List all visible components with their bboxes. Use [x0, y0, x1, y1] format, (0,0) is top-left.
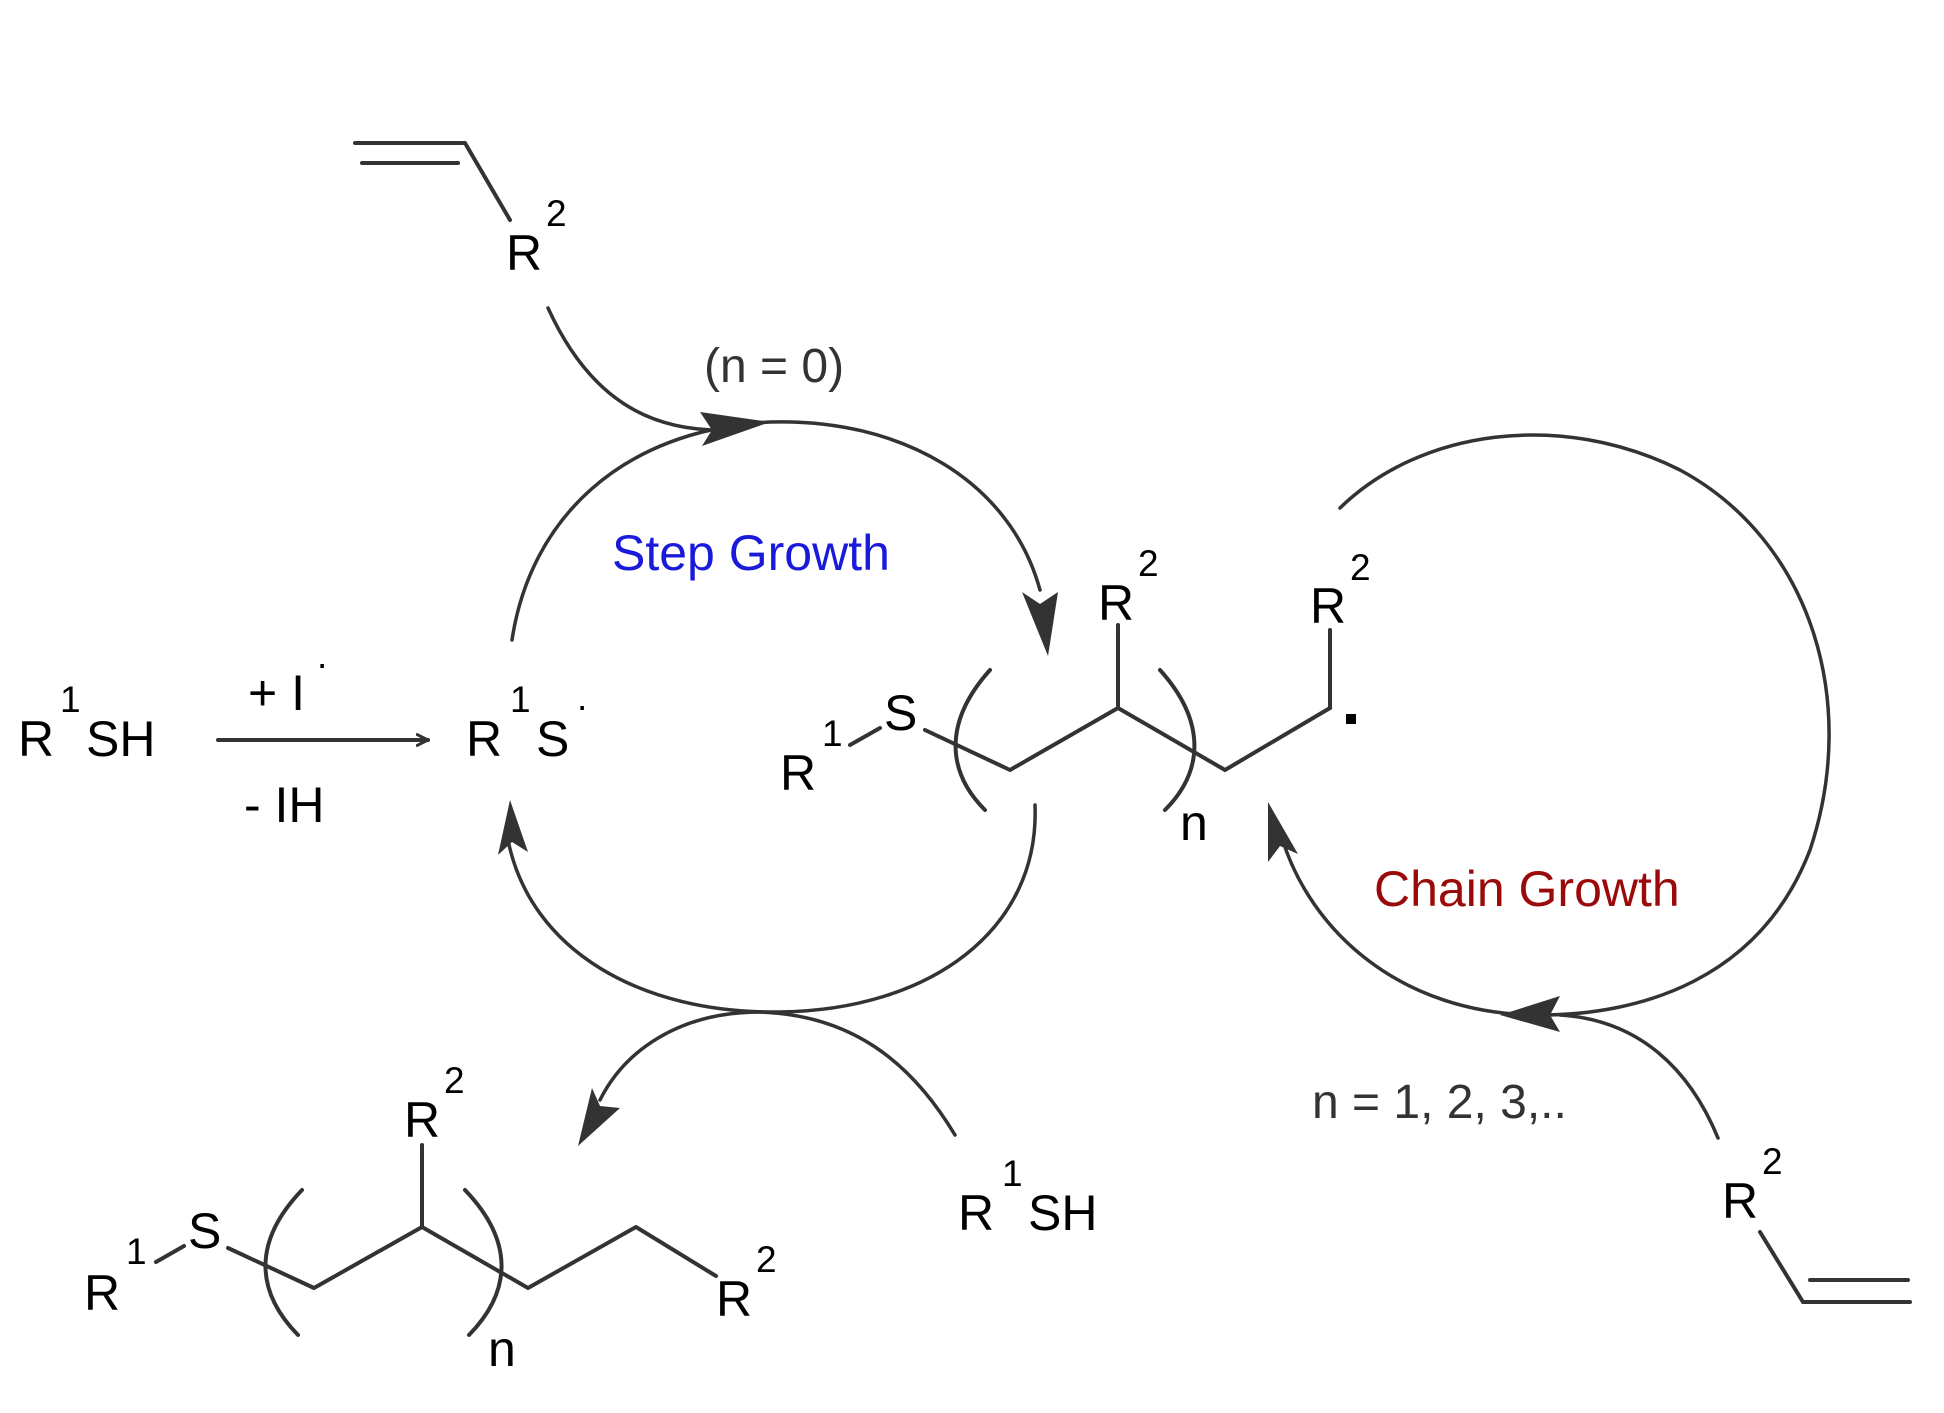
alkene-entry-arc-bottom — [1558, 1013, 1720, 1140]
initiator-remove-label: - IH — [244, 777, 325, 833]
chain-transfer-arrowhead — [578, 1088, 620, 1146]
thioether-product: R 1 S R 2 R 2 n — [84, 1060, 777, 1377]
step-growth-upper-arc — [510, 420, 1042, 642]
mid-s-label: S — [884, 685, 917, 741]
alkene-top: R 2 — [353, 141, 567, 281]
alkene-bottom-r-superscript: 2 — [1762, 1141, 1783, 1182]
mid-radical-dot — [1346, 714, 1356, 724]
prod-close-paren — [463, 1188, 504, 1337]
radical-dot: · — [576, 685, 588, 726]
chain-transfer-arc — [598, 1010, 957, 1137]
prod-s-label: S — [188, 1203, 221, 1259]
carbon-radical-species: R 1 S R 2 R 2 n — [780, 543, 1371, 851]
alkene-entry-arc-top — [546, 306, 722, 432]
mid-backbone — [923, 706, 1332, 772]
step-growth-lower-arrowhead — [498, 800, 528, 855]
mid-close-paren — [1158, 668, 1197, 812]
mid-r1-s-bond — [848, 726, 882, 747]
chain-growth-arc — [1280, 433, 1831, 1017]
alkene-bottom-r-label: R — [1722, 1173, 1758, 1229]
mid-r2b-superscript: 2 — [1350, 547, 1371, 588]
reagent-r-label: R — [18, 711, 54, 767]
radical-s-label: S — [536, 711, 569, 767]
thiol-reagent: R 1 SH — [18, 679, 155, 767]
mid-open-paren — [953, 668, 992, 812]
prod-backbone — [226, 1225, 718, 1290]
radical-r-label: R — [466, 711, 502, 767]
n-series-label: n = 1, 2, 3,.. — [1312, 1076, 1567, 1129]
prod-r1-label: R — [84, 1265, 120, 1321]
prod-r2b-superscript: 2 — [756, 1239, 777, 1280]
mid-r2b-label: R — [1310, 578, 1346, 634]
alkene-top-r-label: R — [506, 225, 542, 281]
thiyl-radical: R 1 S · — [466, 679, 588, 767]
reagent-r-superscript: 1 — [60, 679, 81, 720]
initiator-radical-dot: · — [316, 643, 328, 684]
prod-n-label: n — [488, 1321, 516, 1377]
mid-r2a-label: R — [1098, 575, 1134, 631]
initiation-arrow: + I · - IH — [216, 643, 430, 833]
alkene-bottom-single-bond — [1758, 1230, 1805, 1304]
alkene-entry-arrowhead-top — [700, 412, 770, 446]
mid-n-label: n — [1180, 795, 1208, 851]
initiator-add-label: + I — [248, 665, 305, 721]
prod-r2a-label: R — [404, 1092, 440, 1148]
alkene-top-single-bond — [463, 141, 512, 222]
mid-r2a-superscript: 2 — [1138, 543, 1159, 584]
prod-r2b-label: R — [716, 1271, 752, 1327]
n-zero-label: (n = 0) — [704, 340, 844, 393]
radical-r-superscript: 1 — [510, 679, 531, 720]
thiol-sh-label: SH — [1028, 1185, 1097, 1241]
chain-growth-label: Chain Growth — [1374, 861, 1680, 917]
prod-r1-superscript: 1 — [126, 1231, 147, 1272]
thiol-r-label: R — [958, 1185, 994, 1241]
reagent-sh-label: SH — [86, 711, 155, 767]
mid-r1-label: R — [780, 745, 816, 801]
step-growth-lower-arc — [506, 803, 1037, 1014]
mid-r1-superscript: 1 — [822, 713, 843, 754]
alkene-top-r-superscript: 2 — [546, 193, 567, 234]
alkene-bottom: R 2 — [1722, 1141, 1912, 1304]
alkene-entry-arrowhead-bottom — [1500, 996, 1560, 1032]
step-growth-upper-arrowhead — [1022, 592, 1058, 656]
chain-growth-arrowhead — [1268, 802, 1298, 862]
step-growth-label: Step Growth — [612, 525, 890, 581]
prod-r2a-superscript: 2 — [444, 1060, 465, 1101]
prod-r1-s-bond — [154, 1244, 186, 1264]
thiol-r-superscript: 1 — [1002, 1153, 1023, 1194]
thiol-chain-transfer: R 1 SH — [958, 1153, 1097, 1241]
prod-open-paren — [263, 1188, 304, 1337]
